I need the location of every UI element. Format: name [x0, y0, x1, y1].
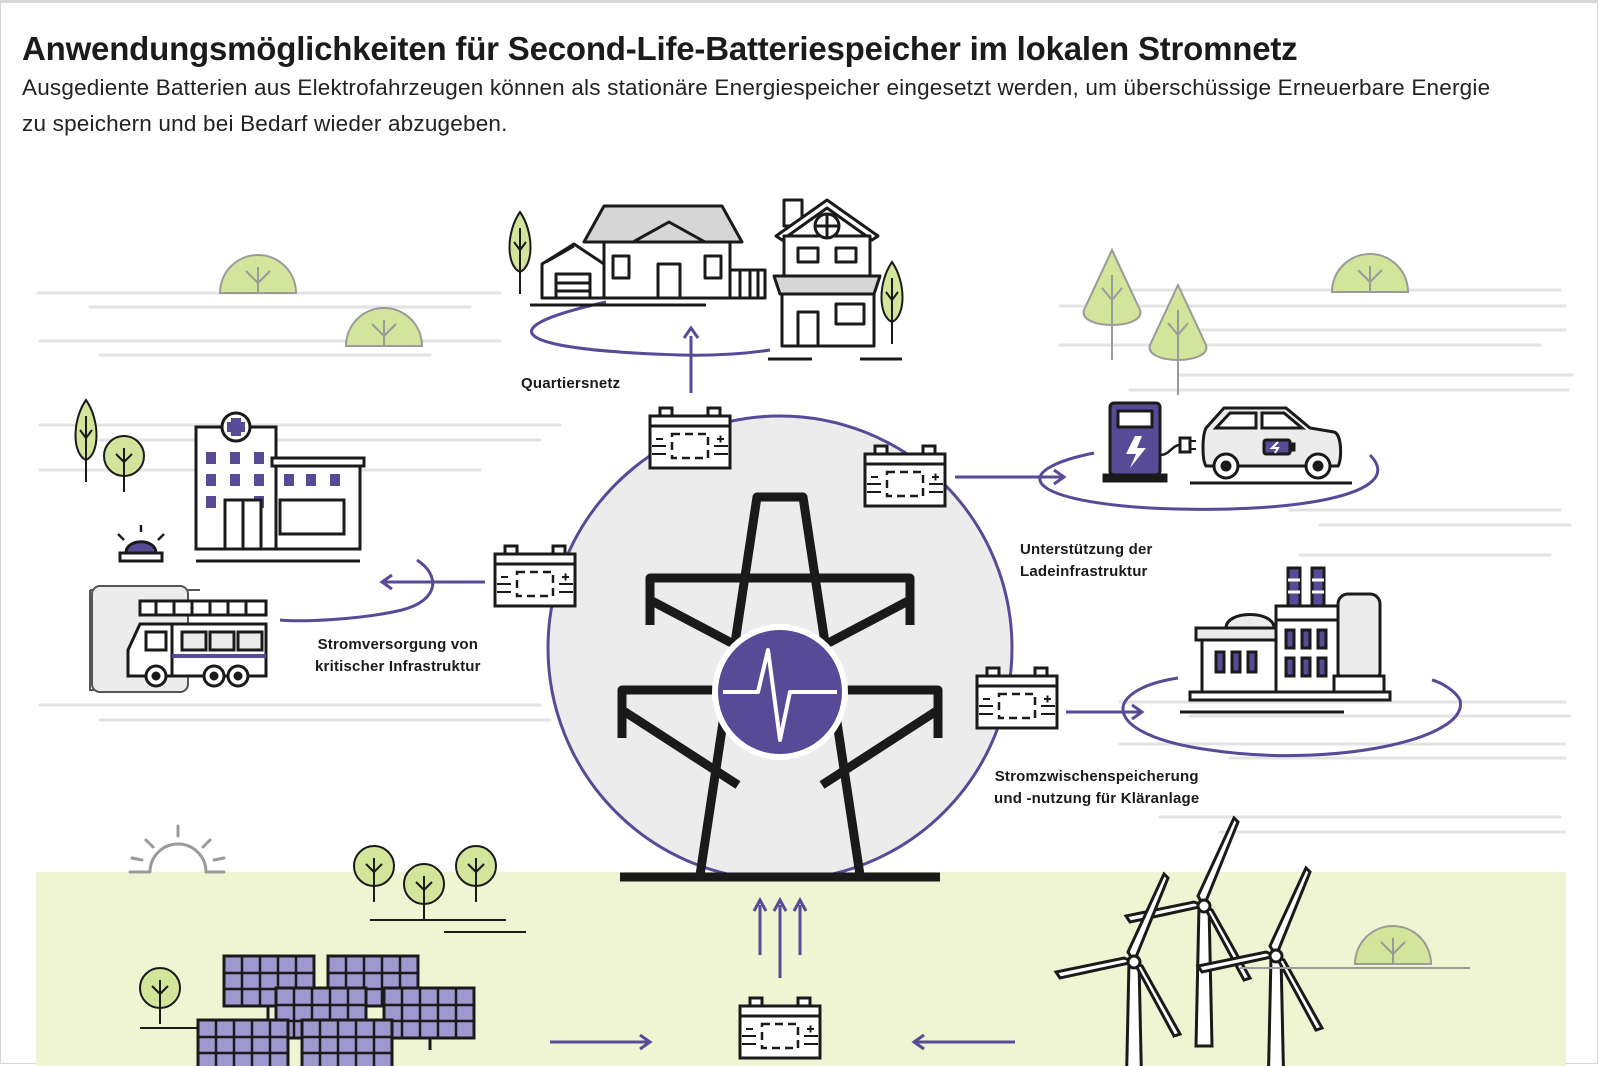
label-text: Stromversorgung von	[317, 636, 479, 653]
fire-truck-icon	[89, 525, 268, 693]
page-subtitle: Ausgediente Batterien aus Elektrofahrzeu…	[22, 75, 1491, 136]
district-rings	[279, 300, 1462, 758]
houses-icon	[530, 198, 902, 361]
label-text: Quartiersnetz	[521, 375, 621, 392]
label-text: Ladeinfrastruktur	[1020, 563, 1148, 580]
label-kritische-infrastruktur: Stromversorgung von kritischer Infrastru…	[315, 634, 481, 678]
tree-icon	[880, 261, 904, 345]
label-text: Unterstützung der	[1020, 541, 1153, 558]
electric-car-icon	[1190, 406, 1352, 485]
hospital-icon	[194, 411, 366, 563]
charging-station-icon	[1102, 401, 1196, 483]
flow-arrows	[379, 325, 1145, 1051]
battery-treatment-icon	[975, 666, 1059, 730]
label-text: Stromzwischenspeicherung	[994, 768, 1199, 785]
bush-icon	[219, 254, 297, 294]
tree-icon	[103, 435, 145, 493]
label-text: und -nutzung für Kläranlage	[994, 790, 1200, 807]
pulse-line	[723, 648, 837, 742]
label-klaeranlage: Stromzwischenspeicherung und -nutzung fü…	[994, 766, 1199, 810]
battery-main-icon	[738, 996, 822, 1060]
battery-charging-icon	[863, 444, 947, 508]
sun-icon	[128, 824, 226, 874]
page-title: Anwendungsmöglichkeiten für Second-Life-…	[22, 30, 1298, 67]
label-ladeinfrastruktur: Unterstützung der Ladeinfrastruktur	[1020, 539, 1153, 583]
label-text: kritischer Infrastruktur	[315, 658, 481, 675]
treatment-plant-icon	[1180, 566, 1392, 714]
tree-icon	[508, 211, 532, 295]
tree-icon	[1148, 284, 1208, 396]
battery-critical-icon	[493, 544, 577, 608]
bush-icon	[345, 307, 423, 347]
battery-quartiersnetz-icon	[648, 406, 732, 470]
power-wave-icon	[712, 624, 848, 760]
solar-panels-icon	[196, 954, 476, 1066]
bush-icon	[1331, 253, 1409, 293]
label-quartiersnetz: Quartiersnetz	[521, 373, 620, 395]
